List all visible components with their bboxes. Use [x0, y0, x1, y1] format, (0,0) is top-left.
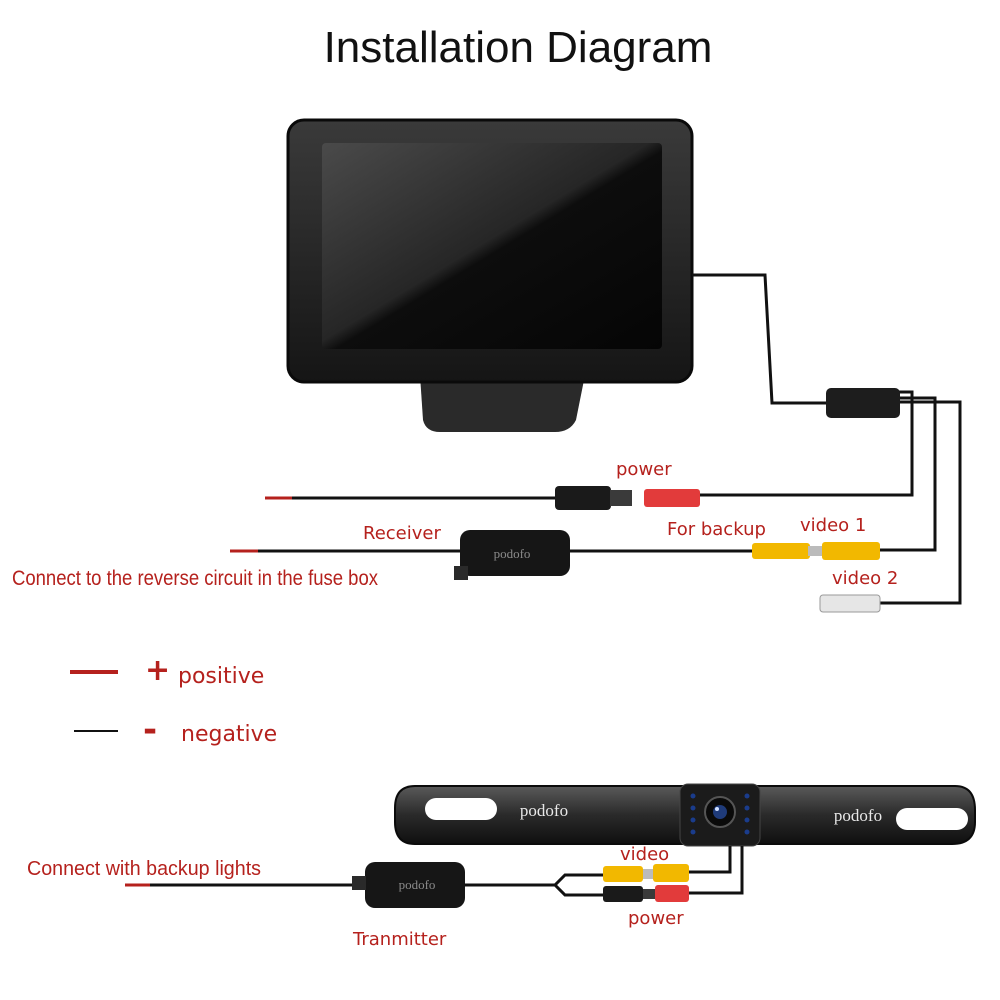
rca-video1-pair	[752, 542, 880, 560]
reverse-circuit-label: Connect to the reverse circuit in the fu…	[12, 567, 378, 590]
transmitter-power-wire	[553, 883, 605, 897]
camera-wiring	[135, 846, 744, 897]
legend-negative-symbol: -	[143, 710, 157, 750]
camera-mount-slot-right	[896, 808, 968, 830]
transmitter-box: podofo	[352, 862, 465, 908]
rca-yellow-camera-a	[603, 866, 643, 882]
rca-yellow-male	[752, 543, 810, 559]
power-wire	[700, 390, 914, 497]
camera-brand-right: podofo	[834, 806, 882, 825]
power-label-top: power	[616, 459, 672, 480]
diagram-title: Installation Diagram	[324, 23, 713, 72]
camera-video-lead	[688, 846, 732, 874]
camera-brand-left: podofo	[520, 801, 568, 820]
monitor-cable	[692, 273, 826, 405]
camera-mount-slot-left	[425, 798, 497, 820]
rca-white-female	[819, 594, 881, 613]
power-label-bottom: power	[628, 908, 684, 929]
dc-plug-tip	[610, 490, 632, 506]
harness-junction	[826, 388, 900, 418]
video-label-bottom: video	[620, 844, 669, 865]
video2-wire	[880, 400, 962, 605]
dc-jack-female-red	[644, 489, 700, 507]
rca-yellow-camera-b	[653, 864, 689, 882]
monitor-screen	[322, 143, 662, 349]
rca-yellow-female	[822, 542, 880, 560]
transmitter-label: Tranmitter	[352, 929, 447, 950]
wire-tips-top	[230, 496, 292, 553]
backup-lights-label: Connect with backup lights	[27, 858, 261, 880]
receiver-box: podofo	[454, 530, 570, 580]
receiver-brand-label: podofo	[494, 546, 531, 561]
legend-negative-label: negative	[181, 722, 277, 747]
monitor-stand	[420, 375, 585, 432]
monitor	[286, 118, 694, 432]
transmitter-brand-label: podofo	[399, 877, 436, 892]
for-backup-label: For backup	[667, 519, 766, 540]
legend-positive-symbol: +	[145, 653, 170, 688]
receiver-label: Receiver	[363, 523, 441, 544]
transmitter-video-wire	[465, 873, 605, 887]
dc-plug-male	[555, 486, 611, 510]
dc-plug-camera	[603, 886, 643, 902]
video1-wire	[880, 396, 937, 552]
license-plate-camera: podofo podofo	[394, 783, 976, 847]
dc-jack-camera-red	[655, 885, 689, 902]
camera-power-lead	[688, 846, 744, 895]
video2-label: video 2	[832, 568, 898, 589]
video1-label: video 1	[800, 515, 866, 536]
wiring-harness	[240, 273, 962, 605]
legend-positive-label: positive	[178, 664, 264, 689]
camera-ir-leds	[690, 793, 750, 835]
legend: + positive - negative	[70, 653, 277, 750]
